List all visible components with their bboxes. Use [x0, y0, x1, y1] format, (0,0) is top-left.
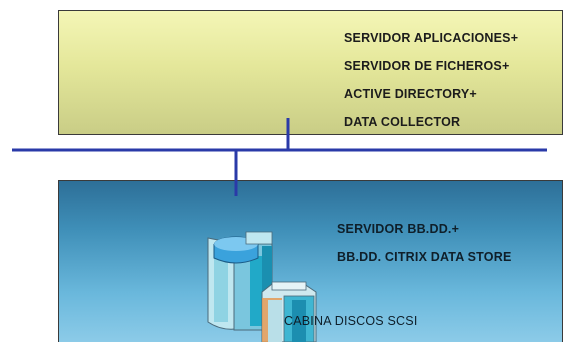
application-server-box: SERVIDOR APLICACIONES+ SERVIDOR DE FICHE… — [58, 10, 563, 135]
server-tower-icon — [207, 231, 273, 331]
disk-cabinet-icon — [261, 281, 317, 342]
db-server-line-2: BB.DD. CITRIX DATA STORE — [337, 250, 512, 264]
top-server-line-4: DATA COLLECTOR — [344, 115, 461, 129]
top-server-line-2: SERVIDOR DE FICHEROS+ — [344, 59, 510, 73]
top-server-line-1: SERVIDOR APLICACIONES+ — [344, 31, 519, 45]
storage-label: CABINA DISCOS SCSI — [284, 314, 418, 328]
db-server-line-1: SERVIDOR BB.DD.+ — [337, 222, 460, 236]
top-server-line-3: ACTIVE DIRECTORY+ — [344, 87, 477, 101]
